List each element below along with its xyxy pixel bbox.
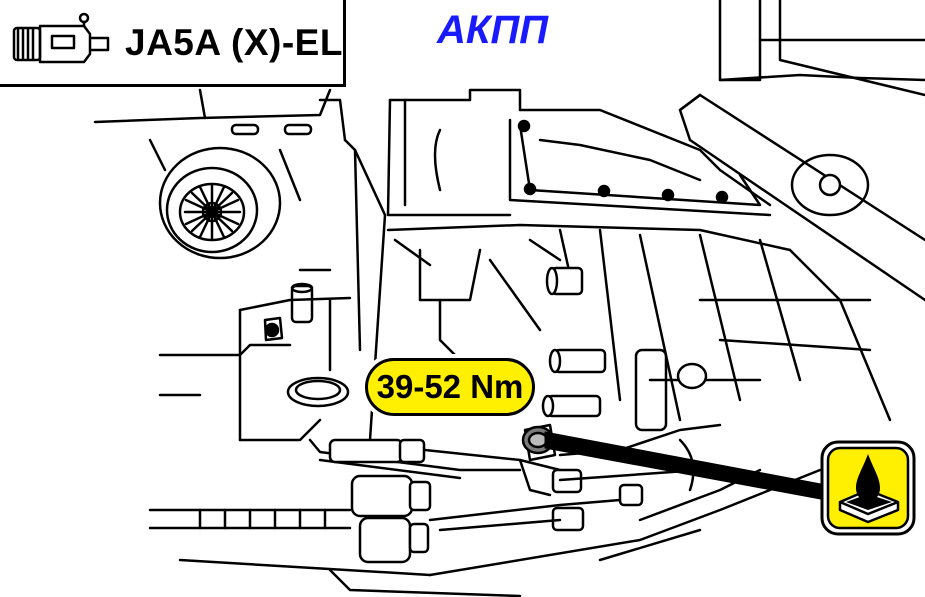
title-box: JA5A (X)-EL bbox=[0, 0, 346, 87]
transmission-icon bbox=[12, 12, 110, 64]
transmission-case bbox=[343, 88, 892, 442]
upper-right-bracket bbox=[678, 0, 925, 302]
model-code: JA5A (X)-EL bbox=[125, 22, 343, 63]
side-bolts bbox=[541, 266, 708, 432]
left-engine-mount bbox=[93, 88, 347, 260]
oil-drop-icon bbox=[820, 440, 916, 536]
torque-value: 39-52 Nm bbox=[376, 368, 524, 405]
leader-line bbox=[544, 431, 827, 501]
left-housing-features bbox=[158, 268, 352, 442]
torque-badge: 39-52 Nm bbox=[365, 358, 535, 416]
diagram-heading: АКПП bbox=[437, 8, 549, 52]
lower-assembly bbox=[148, 423, 822, 597]
